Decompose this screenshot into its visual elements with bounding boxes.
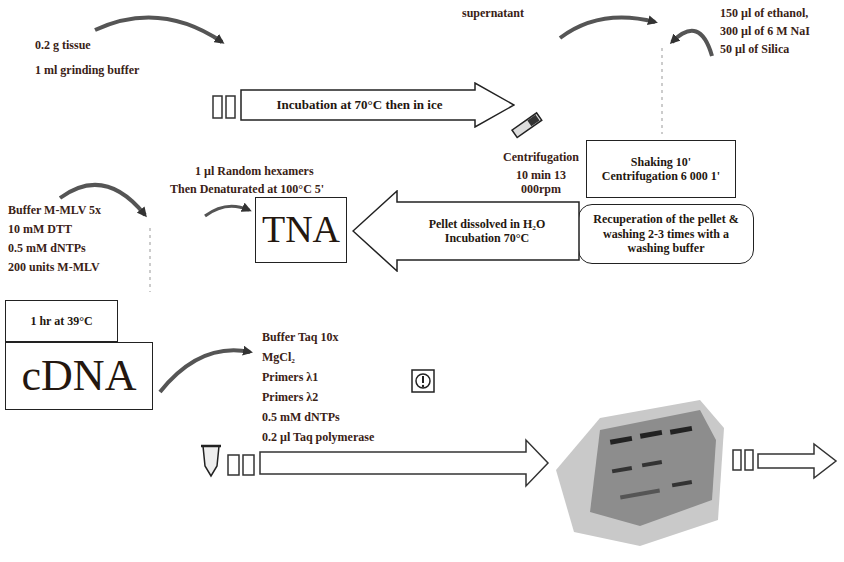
node-content: Incubation at 70°C then in ice	[240, 97, 515, 113]
reagent-label: 200 units M-MLV	[8, 260, 100, 274]
reagent-label: 0.2 g tissue	[35, 38, 91, 52]
node-text: Pellet dissolved in H₂O	[402, 217, 572, 231]
step-arrow: Pellet dissolved in H₂OIncubation 70°C	[352, 190, 580, 272]
reagent-label: supernatant	[462, 6, 524, 20]
reagent-label: 0.5 mM dNTPs	[8, 241, 86, 255]
node-text: TNA	[260, 207, 342, 253]
reagent-label: 50 µl of Silica	[720, 42, 789, 56]
reagent-label: 10 mM DTT	[8, 222, 72, 236]
arrow-outline	[241, 83, 514, 127]
dashed-line	[662, 48, 663, 134]
arrow-outline	[353, 191, 579, 271]
curved-arrow	[95, 18, 222, 43]
node-content: Pellet dissolved in H₂OIncubation 70°C	[352, 217, 580, 246]
node-content: 1 hr at 39°C	[6, 314, 117, 328]
dashed-line	[150, 228, 151, 292]
reagent-label: Primers λ1	[262, 370, 318, 384]
process-box: Recuperation of the pellet & washing 2-3…	[578, 204, 754, 264]
output-arrow	[758, 444, 836, 478]
big-arrow	[260, 440, 548, 486]
tube-icon	[745, 450, 753, 470]
reagent-label: Centrifugation	[503, 150, 579, 164]
reagent-label: 1 µl Random hexamers	[195, 164, 314, 178]
curved-arrow	[672, 31, 712, 56]
tube-icon	[733, 450, 741, 470]
reagent-label: Then Denaturated at 100°C 5'	[170, 182, 324, 196]
tube-icon	[213, 96, 222, 118]
reagent-label: Buffer Taq 10x	[262, 330, 338, 344]
product-box: TNA	[255, 197, 347, 263]
product-box: cDNA	[5, 342, 153, 410]
condition-box: 1 hr at 39°C	[5, 300, 118, 342]
node-text: Centrifugation 6 000 1'	[595, 169, 727, 183]
tube-icon	[226, 96, 235, 118]
curved-arrow	[560, 18, 655, 38]
process-box: Shaking 10'Centrifugation 6 000 1'	[586, 140, 736, 198]
node-text: Incubation 70°C	[402, 231, 572, 245]
node-content: cDNA	[6, 350, 152, 403]
node-content: Shaking 10'Centrifugation 6 000 1'	[587, 155, 735, 184]
reagent-label: 0.2 µl Taq polymerase	[262, 430, 374, 444]
node-text: cDNA	[10, 350, 148, 403]
node-text: 1 hr at 39°C	[12, 314, 111, 328]
reagent-label: 10 min 13 000rpm	[498, 168, 584, 197]
thermocycler-icon	[412, 370, 434, 392]
gel-image	[556, 400, 724, 546]
step-arrow: Incubation at 70°C then in ice	[240, 82, 515, 128]
node-content: TNA	[256, 207, 346, 253]
reagent-label: Buffer M-MLV 5x	[8, 203, 101, 217]
curved-arrow	[205, 206, 249, 216]
node-text: Incubation at 70°C then in ice	[248, 97, 471, 113]
reagent-label: 150 µl of ethanol,	[720, 6, 808, 20]
pcr-tube	[201, 446, 221, 476]
node-text: Shaking 10'	[595, 155, 727, 169]
reagent-label: 300 µl of 6 M NaI	[720, 24, 810, 38]
node-content: Recuperation of the pellet & washing 2-3…	[579, 212, 753, 255]
tube-icon	[243, 455, 254, 475]
reagent-label: 0.5 mM dNTPs	[262, 410, 340, 424]
reagent-label: MgCl₂	[262, 350, 295, 364]
reagent-label: Primers λ2	[262, 390, 318, 404]
centrifuge-tube	[512, 113, 542, 138]
reagent-label: 1 ml grinding buffer	[35, 63, 139, 77]
curved-arrow	[160, 350, 250, 392]
tube-icon	[228, 455, 239, 475]
node-text: Recuperation of the pellet & washing 2-3…	[589, 212, 743, 255]
